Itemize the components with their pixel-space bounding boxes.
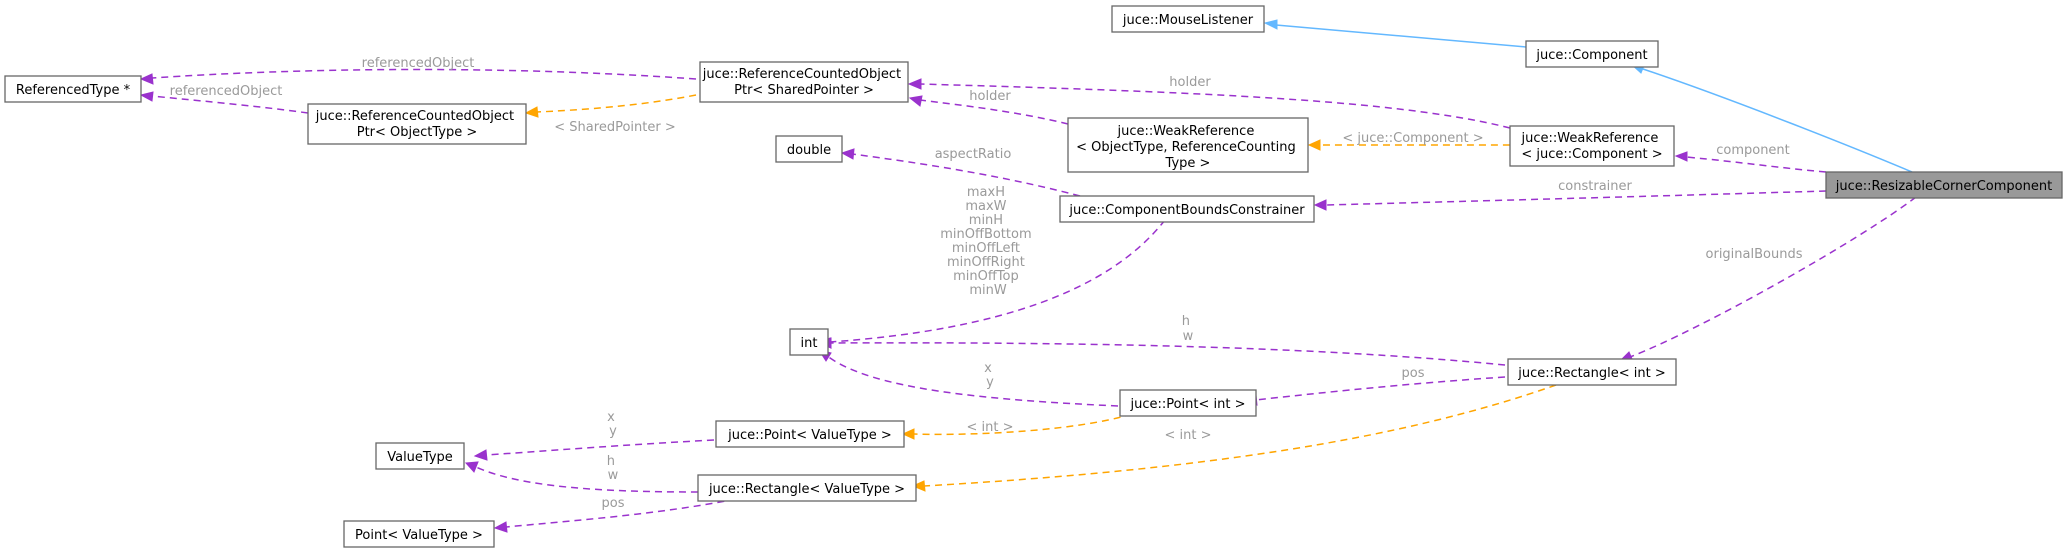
node-point-valuetype-plain[interactable]: Point< ValueType > [343, 520, 495, 548]
svg-text:juce::ReferenceCountedObject: juce::ReferenceCountedObject Ptr< Object… [315, 109, 519, 140]
edge-holder-2: holder [908, 89, 1069, 125]
svg-text:int: int [801, 336, 818, 351]
edge-int-template-point: < int > [901, 413, 1133, 440]
svg-text:juce::Point< ValueType >: juce::Point< ValueType > [727, 428, 892, 443]
label-pos-2: pos [602, 496, 625, 511]
label-pos: pos [1402, 366, 1425, 381]
svg-text:juce::ResizableCornerComponent: juce::ResizableCornerComponent [1835, 179, 2052, 194]
svg-text:juce::Rectangle< int >: juce::Rectangle< int > [1517, 366, 1666, 381]
node-refcountedobjectptr-objecttype[interactable]: juce::ReferenceCountedObject Ptr< Object… [307, 103, 527, 145]
edge-component: component [1674, 143, 1827, 173]
svg-text:ReferencedType *: ReferencedType * [16, 83, 131, 98]
edge-pointint-int: x y [817, 349, 1119, 407]
node-int[interactable]: int [789, 328, 829, 356]
edge-component-inherits-mouselistener [1263, 19, 1527, 48]
label-int-template: < int > [967, 420, 1014, 435]
node-double[interactable]: double [775, 135, 843, 163]
edge-int-template-rect: < int > [911, 384, 1557, 492]
svg-text:juce::Component: juce::Component [1535, 48, 1647, 63]
edge-constrainer: constrainer [1313, 179, 1827, 211]
edge-pos: pos [1243, 366, 1506, 406]
label-holder-1: holder [1169, 75, 1211, 90]
node-refcountedobjectptr-sharedpointer[interactable]: juce::ReferenceCountedObject Ptr< Shared… [699, 61, 909, 103]
label-referencedobject-1: referencedObject [362, 56, 475, 71]
node-resizable-corner-component[interactable]: juce::ResizableCornerComponent [1825, 171, 2063, 199]
node-weakreference-objecttype[interactable]: juce::WeakReference < ObjectType, Refere… [1067, 117, 1309, 173]
svg-text:double: double [787, 143, 831, 158]
edge-pos-2: pos [493, 496, 737, 533]
edge-pointvt-valuetype: x y [473, 410, 715, 461]
node-rectangle-valuetype[interactable]: juce::Rectangle< ValueType > [697, 474, 917, 502]
svg-text:ValueType: ValueType [387, 450, 453, 465]
label-component: component [1716, 143, 1790, 158]
node-component[interactable]: juce::Component [1525, 40, 1659, 68]
label-bounds-int: maxH maxW minH minOffBottom minOffLeft m… [940, 185, 1036, 298]
label-aspectratio: aspectRatio [935, 147, 1012, 162]
node-point-valuetype[interactable]: juce::Point< ValueType > [715, 420, 905, 448]
label-originalbounds: originalBounds [1706, 247, 1803, 262]
label-shared-pointer: < SharedPointer > [554, 120, 675, 135]
edge-sharedpointer-template: < SharedPointer > [524, 94, 697, 135]
node-referenced-type[interactable]: ReferencedType * [4, 75, 142, 103]
node-point-int[interactable]: juce::Point< int > [1119, 389, 1257, 417]
edge-rectvt-valuetype: h w [464, 454, 699, 493]
label-holder-2: holder [969, 89, 1011, 104]
svg-text:juce::MouseListener: juce::MouseListener [1122, 13, 1254, 28]
svg-text:juce::Point< int >: juce::Point< int > [1129, 397, 1245, 412]
node-mouse-listener[interactable]: juce::MouseListener [1111, 5, 1265, 33]
label-pointvt-xy: x y [607, 410, 619, 439]
svg-text:juce::WeakReference < ju: juce::WeakReference < juce::Component > [1521, 131, 1663, 162]
label-referencedobject-2: referencedObject [170, 84, 283, 99]
edge-originalbounds: originalBounds [1618, 196, 1917, 362]
label-rectvt-hw: h w [607, 454, 619, 483]
label-constrainer: constrainer [1558, 179, 1632, 194]
label-int-template-2: < int > [1165, 428, 1212, 443]
edge-referencedobject-1: referencedObject [139, 56, 697, 85]
label-juce-component: < juce::Component > [1342, 131, 1483, 146]
edge-juce-component-template: < juce::Component > [1307, 131, 1510, 151]
svg-text:juce::WeakReference < Ob: juce::WeakReference < ObjectType, Refere… [1076, 124, 1300, 171]
svg-text:juce::Rectangle< ValueType >: juce::Rectangle< ValueType > [708, 482, 905, 497]
edge-referencedobject-2: referencedObject [139, 84, 309, 114]
node-component-bounds-constrainer[interactable]: juce::ComponentBoundsConstrainer [1059, 195, 1315, 223]
edge-aspectratio: aspectRatio [840, 147, 1081, 197]
label-pointint-xy: x y [984, 361, 996, 390]
node-rectangle-int[interactable]: juce::Rectangle< int > [1507, 358, 1677, 386]
edge-holder-1: holder [907, 75, 1511, 129]
node-weakreference-component[interactable]: juce::WeakReference < juce::Component > [1509, 125, 1675, 167]
node-valuetype[interactable]: ValueType [375, 442, 465, 470]
svg-text:juce::ReferenceCountedObject: juce::ReferenceCountedObject Ptr< Shared… [702, 67, 906, 98]
svg-text:Point< ValueType >: Point< ValueType > [355, 528, 483, 543]
label-rectint-hw: h w [1182, 314, 1194, 344]
edge-rectint-int: h w [818, 314, 1506, 366]
svg-text:juce::ComponentBoundsConstrain: juce::ComponentBoundsConstrainer [1068, 203, 1305, 218]
